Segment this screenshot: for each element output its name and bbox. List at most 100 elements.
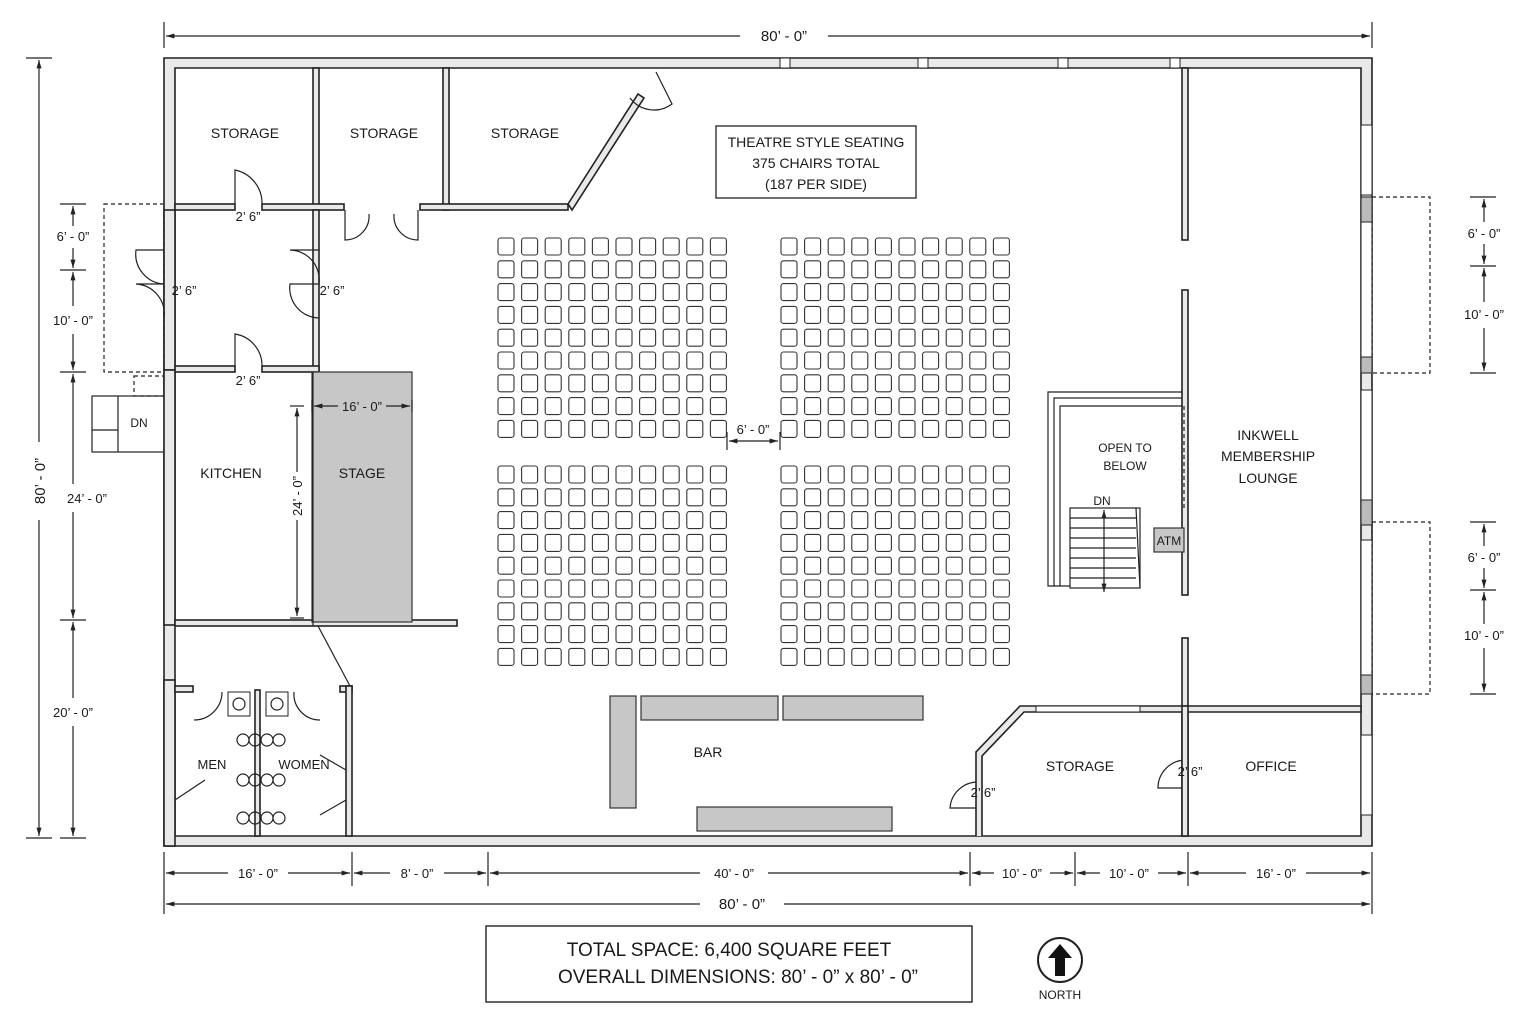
chair bbox=[591, 397, 609, 416]
chair bbox=[874, 374, 892, 393]
chair bbox=[615, 602, 633, 621]
chair bbox=[992, 579, 1010, 598]
toilet-fixtures bbox=[236, 733, 286, 825]
chair bbox=[521, 625, 539, 644]
chair bbox=[898, 237, 916, 256]
chair bbox=[662, 374, 680, 393]
chair bbox=[709, 556, 727, 575]
chair bbox=[615, 533, 633, 552]
label-men: MEN bbox=[198, 757, 227, 772]
chair bbox=[851, 237, 869, 256]
chair bbox=[922, 351, 940, 370]
chair bbox=[969, 374, 987, 393]
chair bbox=[922, 465, 940, 484]
label-storage-3: STORAGE bbox=[491, 125, 559, 141]
chair bbox=[615, 579, 633, 598]
chair bbox=[709, 533, 727, 552]
chair bbox=[615, 351, 633, 370]
chair bbox=[662, 465, 680, 484]
label-storage-lower: STORAGE bbox=[1046, 758, 1114, 774]
chair bbox=[497, 351, 515, 370]
chair bbox=[568, 647, 586, 666]
chair bbox=[662, 488, 680, 507]
chair bbox=[851, 260, 869, 279]
chair bbox=[898, 374, 916, 393]
chair bbox=[544, 602, 562, 621]
chair bbox=[804, 237, 822, 256]
chair bbox=[851, 511, 869, 530]
chair bbox=[591, 625, 609, 644]
chair bbox=[922, 602, 940, 621]
chair bbox=[804, 488, 822, 507]
chair bbox=[521, 283, 539, 302]
chair bbox=[851, 647, 869, 666]
chair bbox=[874, 556, 892, 575]
chair bbox=[591, 419, 609, 438]
chair bbox=[874, 283, 892, 302]
label-women: WOMEN bbox=[278, 757, 329, 772]
chair bbox=[827, 397, 845, 416]
chair bbox=[945, 533, 963, 552]
chair bbox=[662, 625, 680, 644]
dim-left-3: 24’ - 0” bbox=[67, 491, 107, 506]
chair bbox=[780, 237, 798, 256]
chair bbox=[851, 488, 869, 507]
label-stage: STAGE bbox=[339, 465, 385, 481]
chair bbox=[992, 237, 1010, 256]
chair bbox=[827, 511, 845, 530]
chair bbox=[969, 488, 987, 507]
chair bbox=[615, 465, 633, 484]
chair bbox=[945, 237, 963, 256]
chair bbox=[945, 305, 963, 324]
chair bbox=[874, 533, 892, 552]
chair bbox=[969, 511, 987, 530]
label-office: OFFICE bbox=[1245, 758, 1296, 774]
chair bbox=[686, 625, 704, 644]
summary-total-space: TOTAL SPACE: 6,400 SQUARE FEET bbox=[567, 940, 892, 961]
chair bbox=[874, 647, 892, 666]
chair bbox=[544, 283, 562, 302]
chair bbox=[521, 647, 539, 666]
chair bbox=[639, 260, 657, 279]
chair bbox=[780, 465, 798, 484]
chair bbox=[497, 556, 515, 575]
chair bbox=[639, 647, 657, 666]
chair bbox=[639, 511, 657, 530]
chair bbox=[662, 647, 680, 666]
chair bbox=[804, 397, 822, 416]
chair bbox=[497, 533, 515, 552]
chair bbox=[851, 328, 869, 347]
chair bbox=[615, 283, 633, 302]
chair bbox=[615, 625, 633, 644]
chair bbox=[780, 579, 798, 598]
chair bbox=[662, 328, 680, 347]
chair bbox=[521, 419, 539, 438]
chair bbox=[521, 328, 539, 347]
chair bbox=[521, 237, 539, 256]
chair bbox=[992, 419, 1010, 438]
chair bbox=[874, 465, 892, 484]
label-bar: BAR bbox=[694, 744, 723, 760]
chair bbox=[544, 419, 562, 438]
chair bbox=[804, 533, 822, 552]
chair bbox=[874, 328, 892, 347]
chair bbox=[780, 625, 798, 644]
chair bbox=[804, 579, 822, 598]
chair bbox=[780, 511, 798, 530]
chair bbox=[521, 579, 539, 598]
chair bbox=[898, 625, 916, 644]
north-arrow-icon: NORTH bbox=[1037, 937, 1083, 1002]
chair bbox=[709, 647, 727, 666]
chair bbox=[639, 488, 657, 507]
door-label-corridor-left: 2’ 6” bbox=[172, 283, 197, 298]
chair bbox=[591, 374, 609, 393]
chair bbox=[898, 419, 916, 438]
label-lounge-1: INKWELL bbox=[1237, 427, 1299, 443]
chair bbox=[497, 465, 515, 484]
chair bbox=[591, 511, 609, 530]
chair bbox=[521, 374, 539, 393]
dim-bottom-overall: 80’ - 0” bbox=[719, 896, 765, 913]
dim-left-overall: 80’ - 0” bbox=[32, 458, 49, 504]
chair bbox=[568, 625, 586, 644]
chair bbox=[804, 625, 822, 644]
